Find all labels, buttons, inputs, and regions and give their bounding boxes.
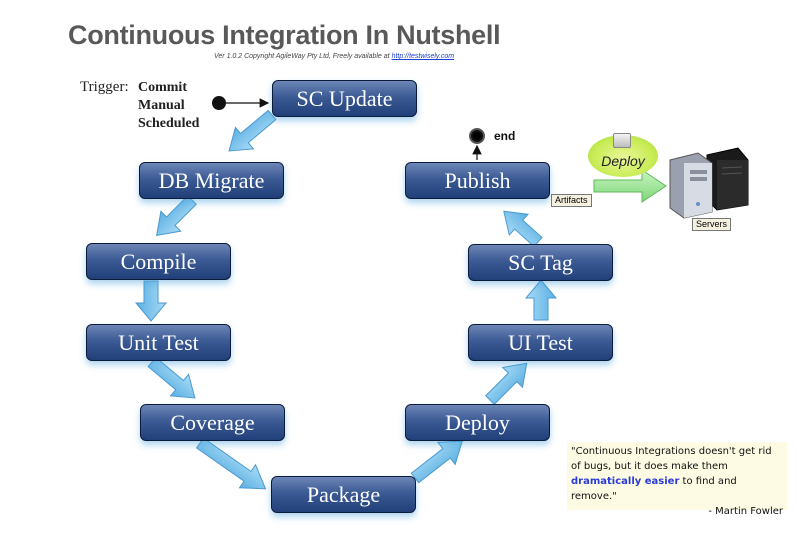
diagram-title: Continuous Integration In Nutshell (68, 20, 501, 50)
trigger-list: Commit Manual Scheduled (138, 79, 199, 133)
trigger-item-manual: Manual (138, 98, 185, 113)
step-coverage[interactable]: Coverage (140, 404, 285, 441)
trigger-item-scheduled: Scheduled (138, 116, 200, 131)
trigger-item-commit: Commit (138, 80, 187, 95)
quote-text: "Continuous Integrations doesn't get rid… (571, 444, 783, 504)
arrow-dbmigrate-compile (156, 195, 197, 236)
end-label: end (494, 129, 516, 143)
arrow-unittest-coverage (147, 356, 196, 399)
quote-box: "Continuous Integrations doesn't get rid… (567, 442, 787, 517)
step-db-migrate[interactable]: DB Migrate (139, 162, 284, 199)
step-compile[interactable]: Compile (86, 243, 231, 280)
step-publish[interactable]: Publish (405, 162, 550, 199)
deploy-badge-label: Deploy (601, 153, 645, 169)
artifacts-label: Artifacts (551, 194, 592, 207)
start-node-icon (212, 96, 226, 110)
step-ui-test[interactable]: UI Test (468, 324, 613, 361)
arrow-uitest-sctag (524, 279, 558, 321)
arrow-scupdate-dbmigrate (228, 109, 277, 152)
deploy-button-icon (613, 133, 631, 148)
step-sc-update[interactable]: SC Update (272, 80, 417, 117)
arrow-coverage-package (195, 437, 267, 490)
deploy-green-arrow (593, 169, 667, 203)
arrow-compile-unittest (134, 280, 168, 322)
subtitle-link[interactable]: http://testwisely.com (391, 53, 455, 60)
quote-highlight: dramatically easier (571, 476, 680, 487)
arrow-sctag-publish (503, 210, 543, 248)
deploy-badge: Deploy (588, 135, 658, 177)
arrow-deploy-uitest (485, 362, 528, 405)
subtitle: Ver 1.0.2 Copyright AgileWay Pty Ltd, Fr… (214, 53, 454, 60)
arrow-package-deploy (410, 440, 463, 484)
subtitle-text: Ver 1.0.2 Copyright AgileWay Pty Ltd, Fr… (214, 53, 392, 60)
servers-label: Servers (692, 218, 732, 231)
servers-icon (669, 147, 749, 219)
quote-author: - Martin Fowler (708, 506, 783, 517)
step-unit-test[interactable]: Unit Test (86, 324, 231, 361)
quote-part1: "Continuous Integrations doesn't get rid… (571, 446, 772, 472)
quote-part2: to find and remove." (571, 476, 737, 502)
step-deploy[interactable]: Deploy (405, 404, 550, 441)
trigger-label: Trigger: (80, 79, 129, 95)
step-sc-tag[interactable]: SC Tag (468, 244, 613, 281)
step-package[interactable]: Package (271, 476, 416, 513)
